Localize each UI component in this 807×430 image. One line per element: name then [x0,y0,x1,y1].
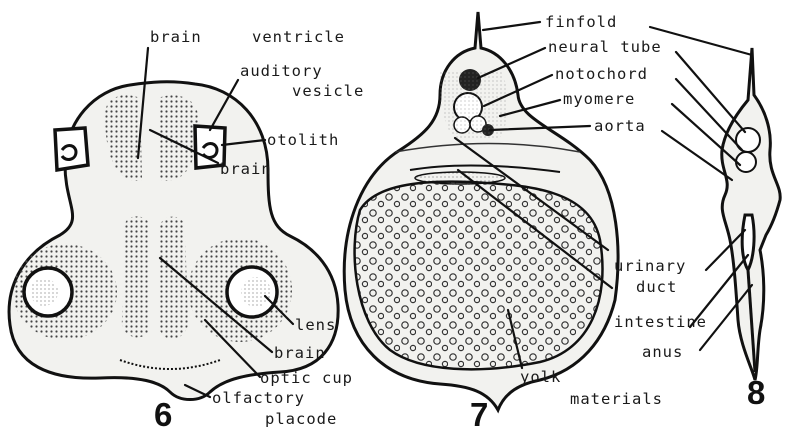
fig6-lens-left-core [30,278,58,306]
fig6-label-brain-ventricle-2: ventricle [252,28,345,46]
fig8-neural-tube [736,152,756,172]
fig8-label-anus: anus [642,343,683,361]
fig6-label-brain-ventricle-1: brain [150,28,202,46]
figure-7-section: finfold neural tube notochord myomere ao… [344,12,707,430]
fig6-forebrain-left [122,216,150,337]
fig6-lens-right-core [241,277,271,307]
fig6-figure-number: 6 [154,396,172,430]
fig7-figure-number: 7 [470,396,488,430]
fig7-label-myomere: myomere [563,90,635,108]
fig7-label-yolk-materials-1: yolk [520,368,561,386]
fig6-label-olfactory-placode-2: placode [265,410,337,428]
figure-6-section: brain ventricle auditory vesicle otolith… [9,28,364,430]
fig6-label-auditory-vesicle-1: auditory [240,62,323,80]
fig7-yolk-mass [355,182,603,370]
fig6-auditory-vesicle-left [55,128,88,170]
fig6-label-otolith: otolith [267,131,339,149]
fig6-label-brain-lower: brain [274,344,326,362]
fig8-figure-number: 8 [747,374,765,411]
fig6-label-lens: lens [295,316,336,334]
fig7-label-neural-tube: neural tube [548,38,662,56]
fig7-label-yolk-materials-2: materials [570,390,663,408]
fig7-label-urinary-duct-1: urinary [614,257,686,275]
fig6-label-auditory-vesicle-2: vesicle [292,82,364,100]
figure-8-section: anus 8 [642,27,780,411]
fig7-label-aorta: aorta [594,117,646,135]
fig7-label-finfold: finfold [545,13,617,31]
fig7-label-urinary-duct-2: duct [636,278,677,296]
fig6-label-olfactory-placode-1: olfactory [212,389,305,407]
fig7-myomere [438,70,508,138]
fig6-label-brain-upper: brain [220,160,272,178]
fig6-label-optic-cup: optic cup [260,369,353,387]
fig7-label-notochord: notochord [555,65,648,83]
